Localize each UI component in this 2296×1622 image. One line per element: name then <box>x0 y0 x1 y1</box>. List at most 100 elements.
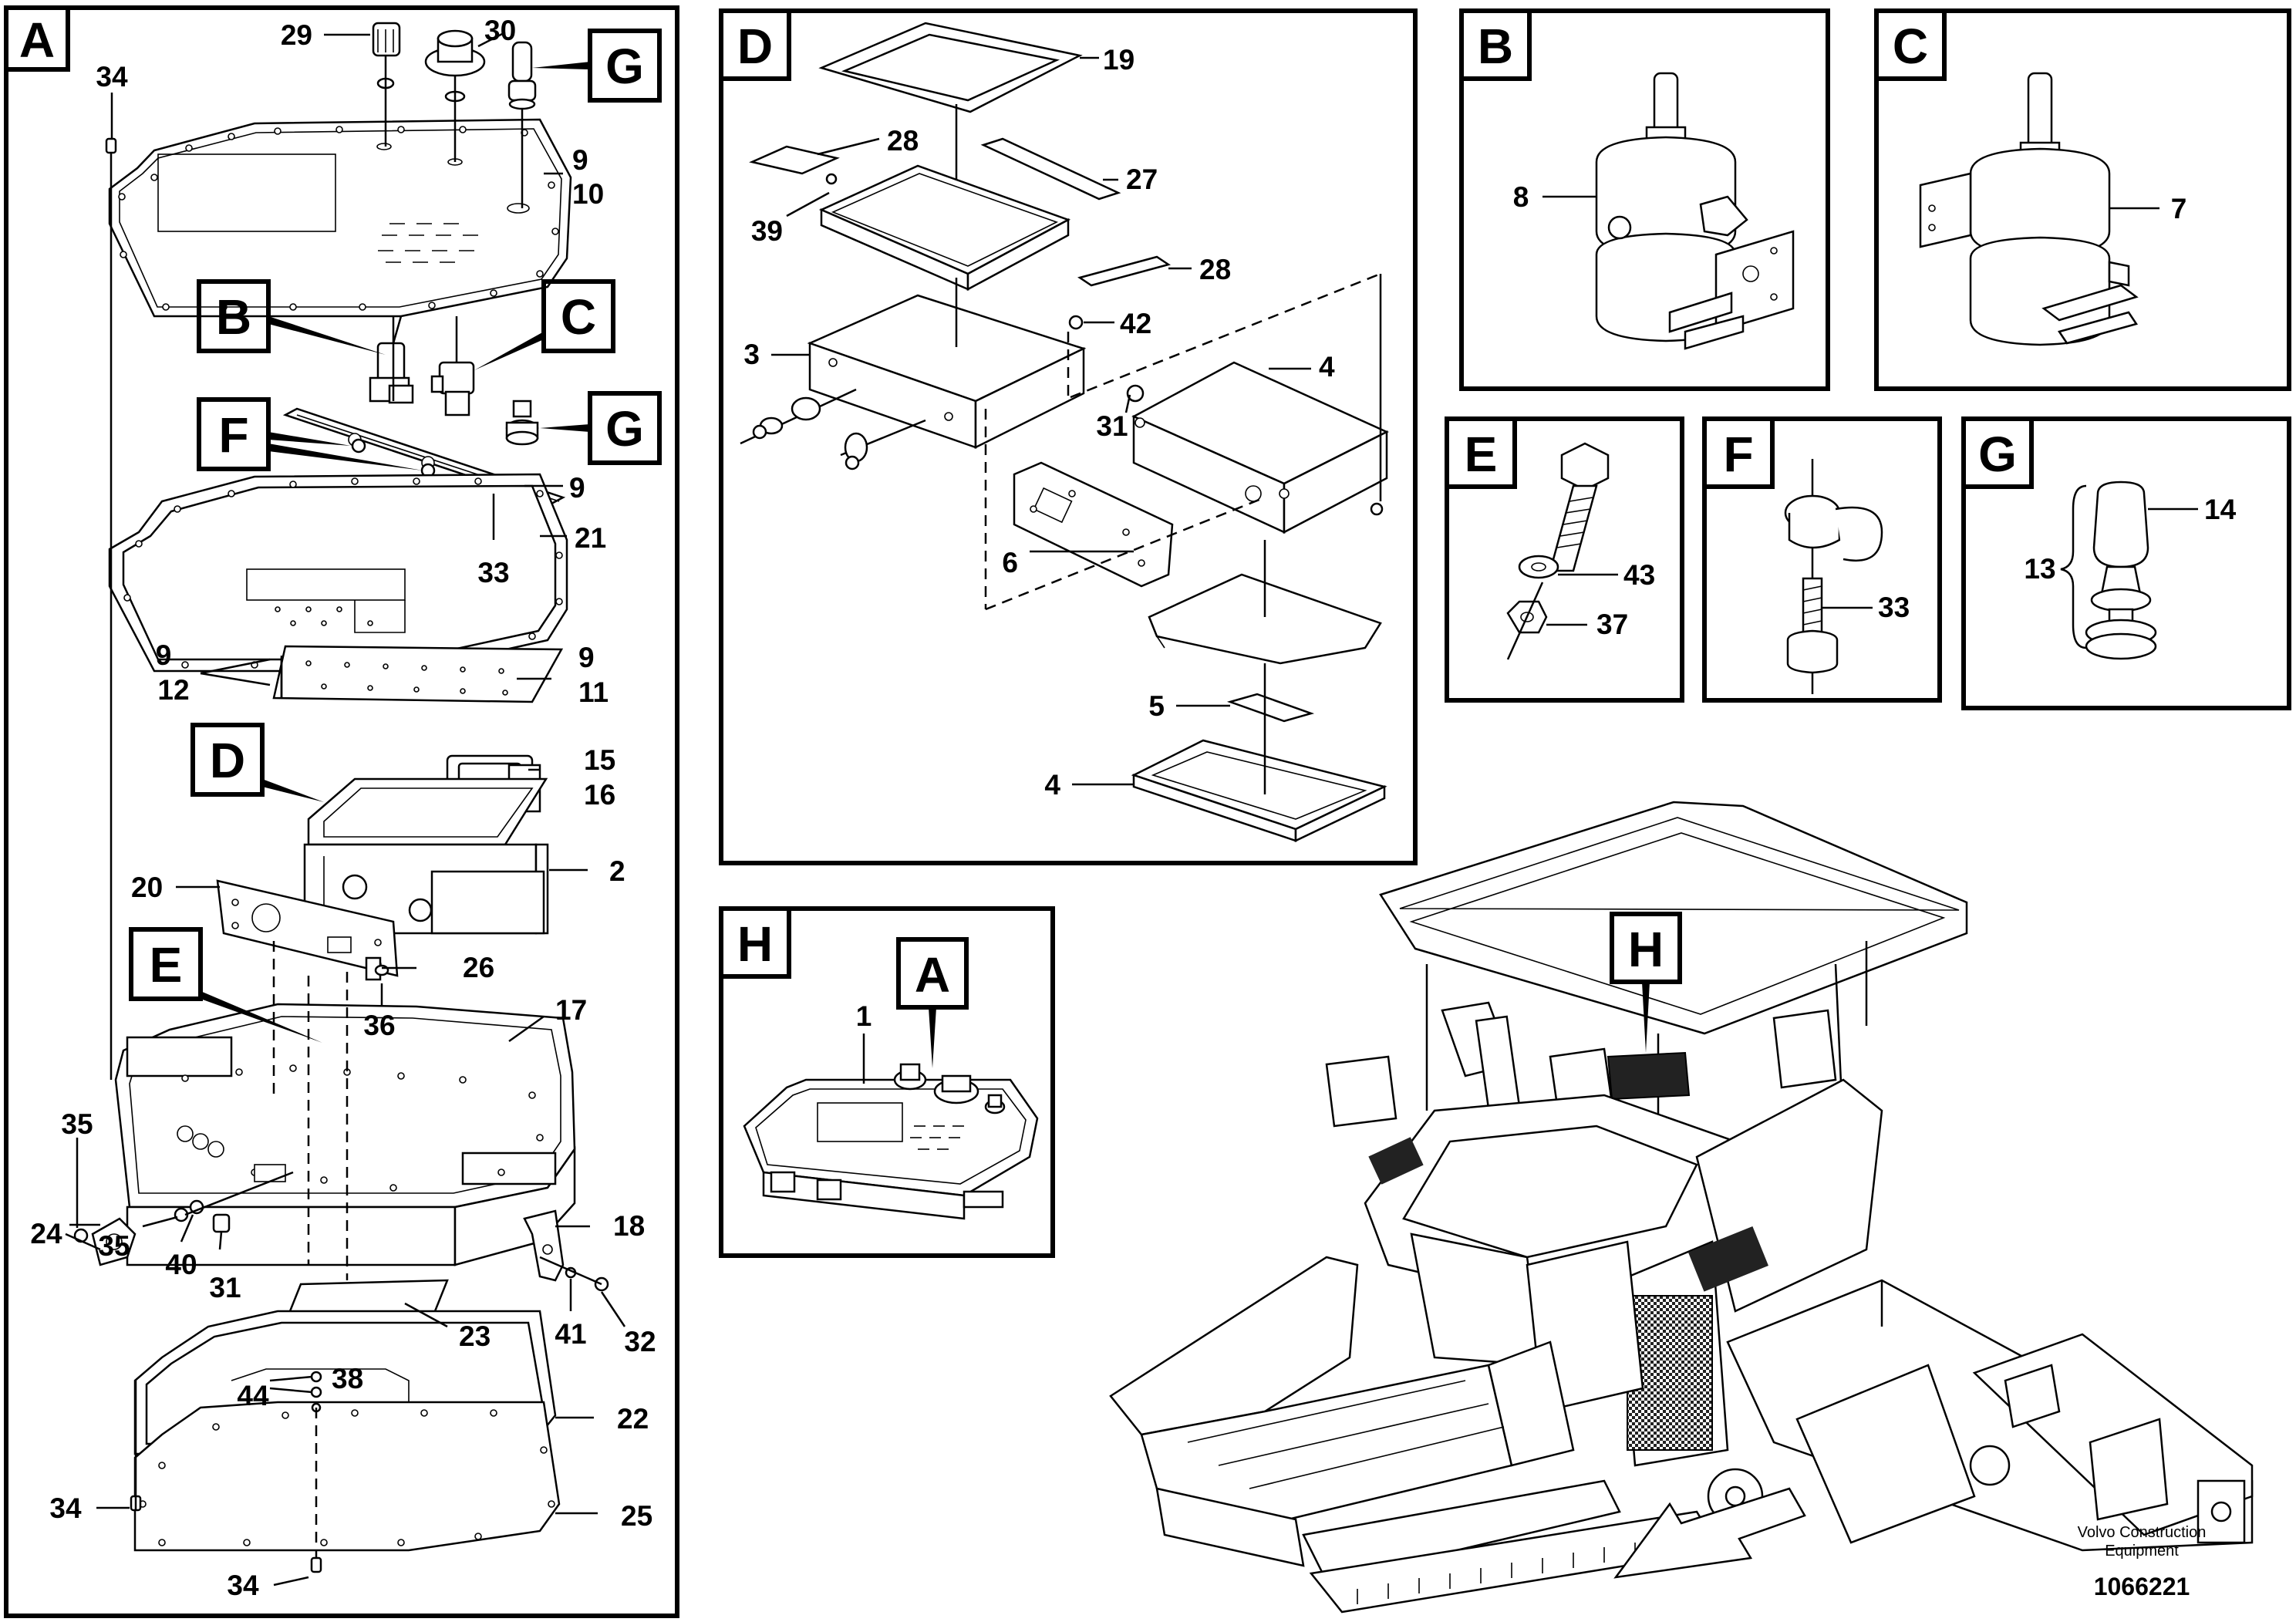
label-22: 22 <box>617 1403 649 1435</box>
leaders-a <box>65 31 626 1587</box>
label-d-28b: 28 <box>1199 254 1231 285</box>
panel-e: E 43 37 <box>1445 416 1684 703</box>
callout-h-on-machine: H <box>1610 912 1682 1053</box>
potentiometer-7 <box>1919 72 2139 346</box>
callout-g-mid: G <box>540 391 662 465</box>
label-d-4a: 4 <box>1319 351 1335 383</box>
label-c-7: 7 <box>2171 193 2187 224</box>
box-4-top <box>1131 361 1389 534</box>
callout-f-tag: F <box>218 407 248 463</box>
panel-b-frame <box>1459 8 1830 391</box>
label-10: 10 <box>572 178 604 210</box>
label-26: 26 <box>463 952 494 983</box>
callout-d-tag: D <box>210 733 245 788</box>
screen-tray <box>818 164 1071 292</box>
callout-h-tag: H <box>1628 922 1664 977</box>
panel-d-tag: D <box>737 19 773 74</box>
label-e-37: 37 <box>1596 609 1628 640</box>
label-35b: 35 <box>98 1230 130 1262</box>
label-g-13: 13 <box>2024 553 2055 585</box>
strip-28b <box>1077 255 1171 287</box>
mini-b-assembly <box>369 315 414 404</box>
label-plate-5 <box>1226 693 1315 723</box>
axes-d <box>955 272 1382 794</box>
label-d-19: 19 <box>1103 44 1135 76</box>
label-9-left: 9 <box>156 639 172 671</box>
callout-g-top-tag: G <box>605 39 644 94</box>
panel-a: A <box>4 5 679 1618</box>
label-d-28a: 28 <box>887 125 919 157</box>
screw-42 <box>1068 315 1084 330</box>
bolts-34 <box>105 137 322 1573</box>
travel-direction-arrow <box>1613 1487 1806 1579</box>
label-e-43: 43 <box>1623 559 1655 591</box>
panel-f-tag: F <box>1723 427 1753 482</box>
callout-e: E <box>129 927 322 1043</box>
label-35a: 35 <box>61 1108 93 1140</box>
potentiometer-8 <box>1595 72 1795 350</box>
screed <box>1726 1279 2254 1552</box>
panel-g-frame <box>1961 416 2291 710</box>
label-d-6: 6 <box>1002 547 1018 578</box>
panel-b-tag-box <box>1459 8 1532 81</box>
tracks <box>1155 1468 1764 1614</box>
panel-a-tag-box <box>4 5 70 72</box>
plug-31 <box>1126 384 1145 403</box>
label-40: 40 <box>165 1249 197 1280</box>
cables-box-3 <box>740 388 926 470</box>
label-21: 21 <box>575 522 606 554</box>
label-15: 15 <box>584 744 615 776</box>
strip-28a <box>749 145 840 175</box>
cap-30 <box>424 29 486 162</box>
label-17: 17 <box>555 994 587 1026</box>
label-2: 2 <box>609 855 625 887</box>
panel-e-frame <box>1445 416 1684 703</box>
label-b-8: 8 <box>1513 181 1529 213</box>
footer-company-line1: Volvo Construction <box>2078 1524 2207 1541</box>
knob-29 <box>372 22 401 147</box>
panel-f: F 33 <box>1702 416 1942 703</box>
label-g-14: 14 <box>2204 494 2237 525</box>
knob-14 <box>2085 481 2157 660</box>
knob-g-top <box>507 41 537 208</box>
panel-b: B 8 <box>1459 8 1830 391</box>
panel-f-tag-box <box>1702 416 1775 489</box>
label-11: 11 <box>578 676 609 708</box>
label-12: 12 <box>157 674 189 706</box>
label-9-rail: 9 <box>569 472 585 504</box>
label-16: 16 <box>584 779 615 811</box>
roof <box>1379 801 1968 1035</box>
panel-h: H A 1 <box>719 906 1055 1258</box>
control-panel-at-h <box>1607 1051 1691 1101</box>
label-38: 38 <box>332 1363 363 1394</box>
labels-a: 29 30 34 9 10 9 21 33 9 12 9 11 15 16 2 … <box>30 15 656 1601</box>
label-33: 33 <box>477 557 509 588</box>
panel-c-tag: C <box>1893 19 1928 74</box>
bolts-38-44 <box>310 1371 322 1413</box>
label-31: 31 <box>209 1272 241 1303</box>
top-cover-plate <box>108 118 572 318</box>
label-24: 24 <box>30 1218 62 1249</box>
panel-a-tag: A <box>19 12 55 68</box>
panel-c-tag-box <box>1874 8 1947 81</box>
assembly-axes-a <box>110 153 395 1558</box>
panel-d: D <box>719 8 1418 865</box>
panel-a-frame <box>4 5 679 1618</box>
panel-g-tag-box <box>1961 416 2034 489</box>
clamp-and-screw <box>1784 459 1883 694</box>
assembly-1 <box>743 1063 1039 1220</box>
bracket-18 <box>523 1209 565 1282</box>
panel-c-frame <box>1874 8 2291 391</box>
panel-d-tag-box <box>719 8 791 81</box>
label-36: 36 <box>363 1010 395 1041</box>
plate-11 <box>272 645 564 703</box>
panel-g: G 14 13 <box>1961 416 2291 710</box>
base-4 <box>1131 739 1387 842</box>
callout-c-tag: C <box>561 289 596 345</box>
label-34-bot: 34 <box>227 1570 259 1601</box>
label-18: 18 <box>613 1210 645 1242</box>
main-body <box>1364 1078 1883 1467</box>
bolts-41-32 <box>539 1256 609 1292</box>
panel-g-tag: G <box>1978 427 2017 482</box>
panel-d-frame <box>719 8 1418 865</box>
